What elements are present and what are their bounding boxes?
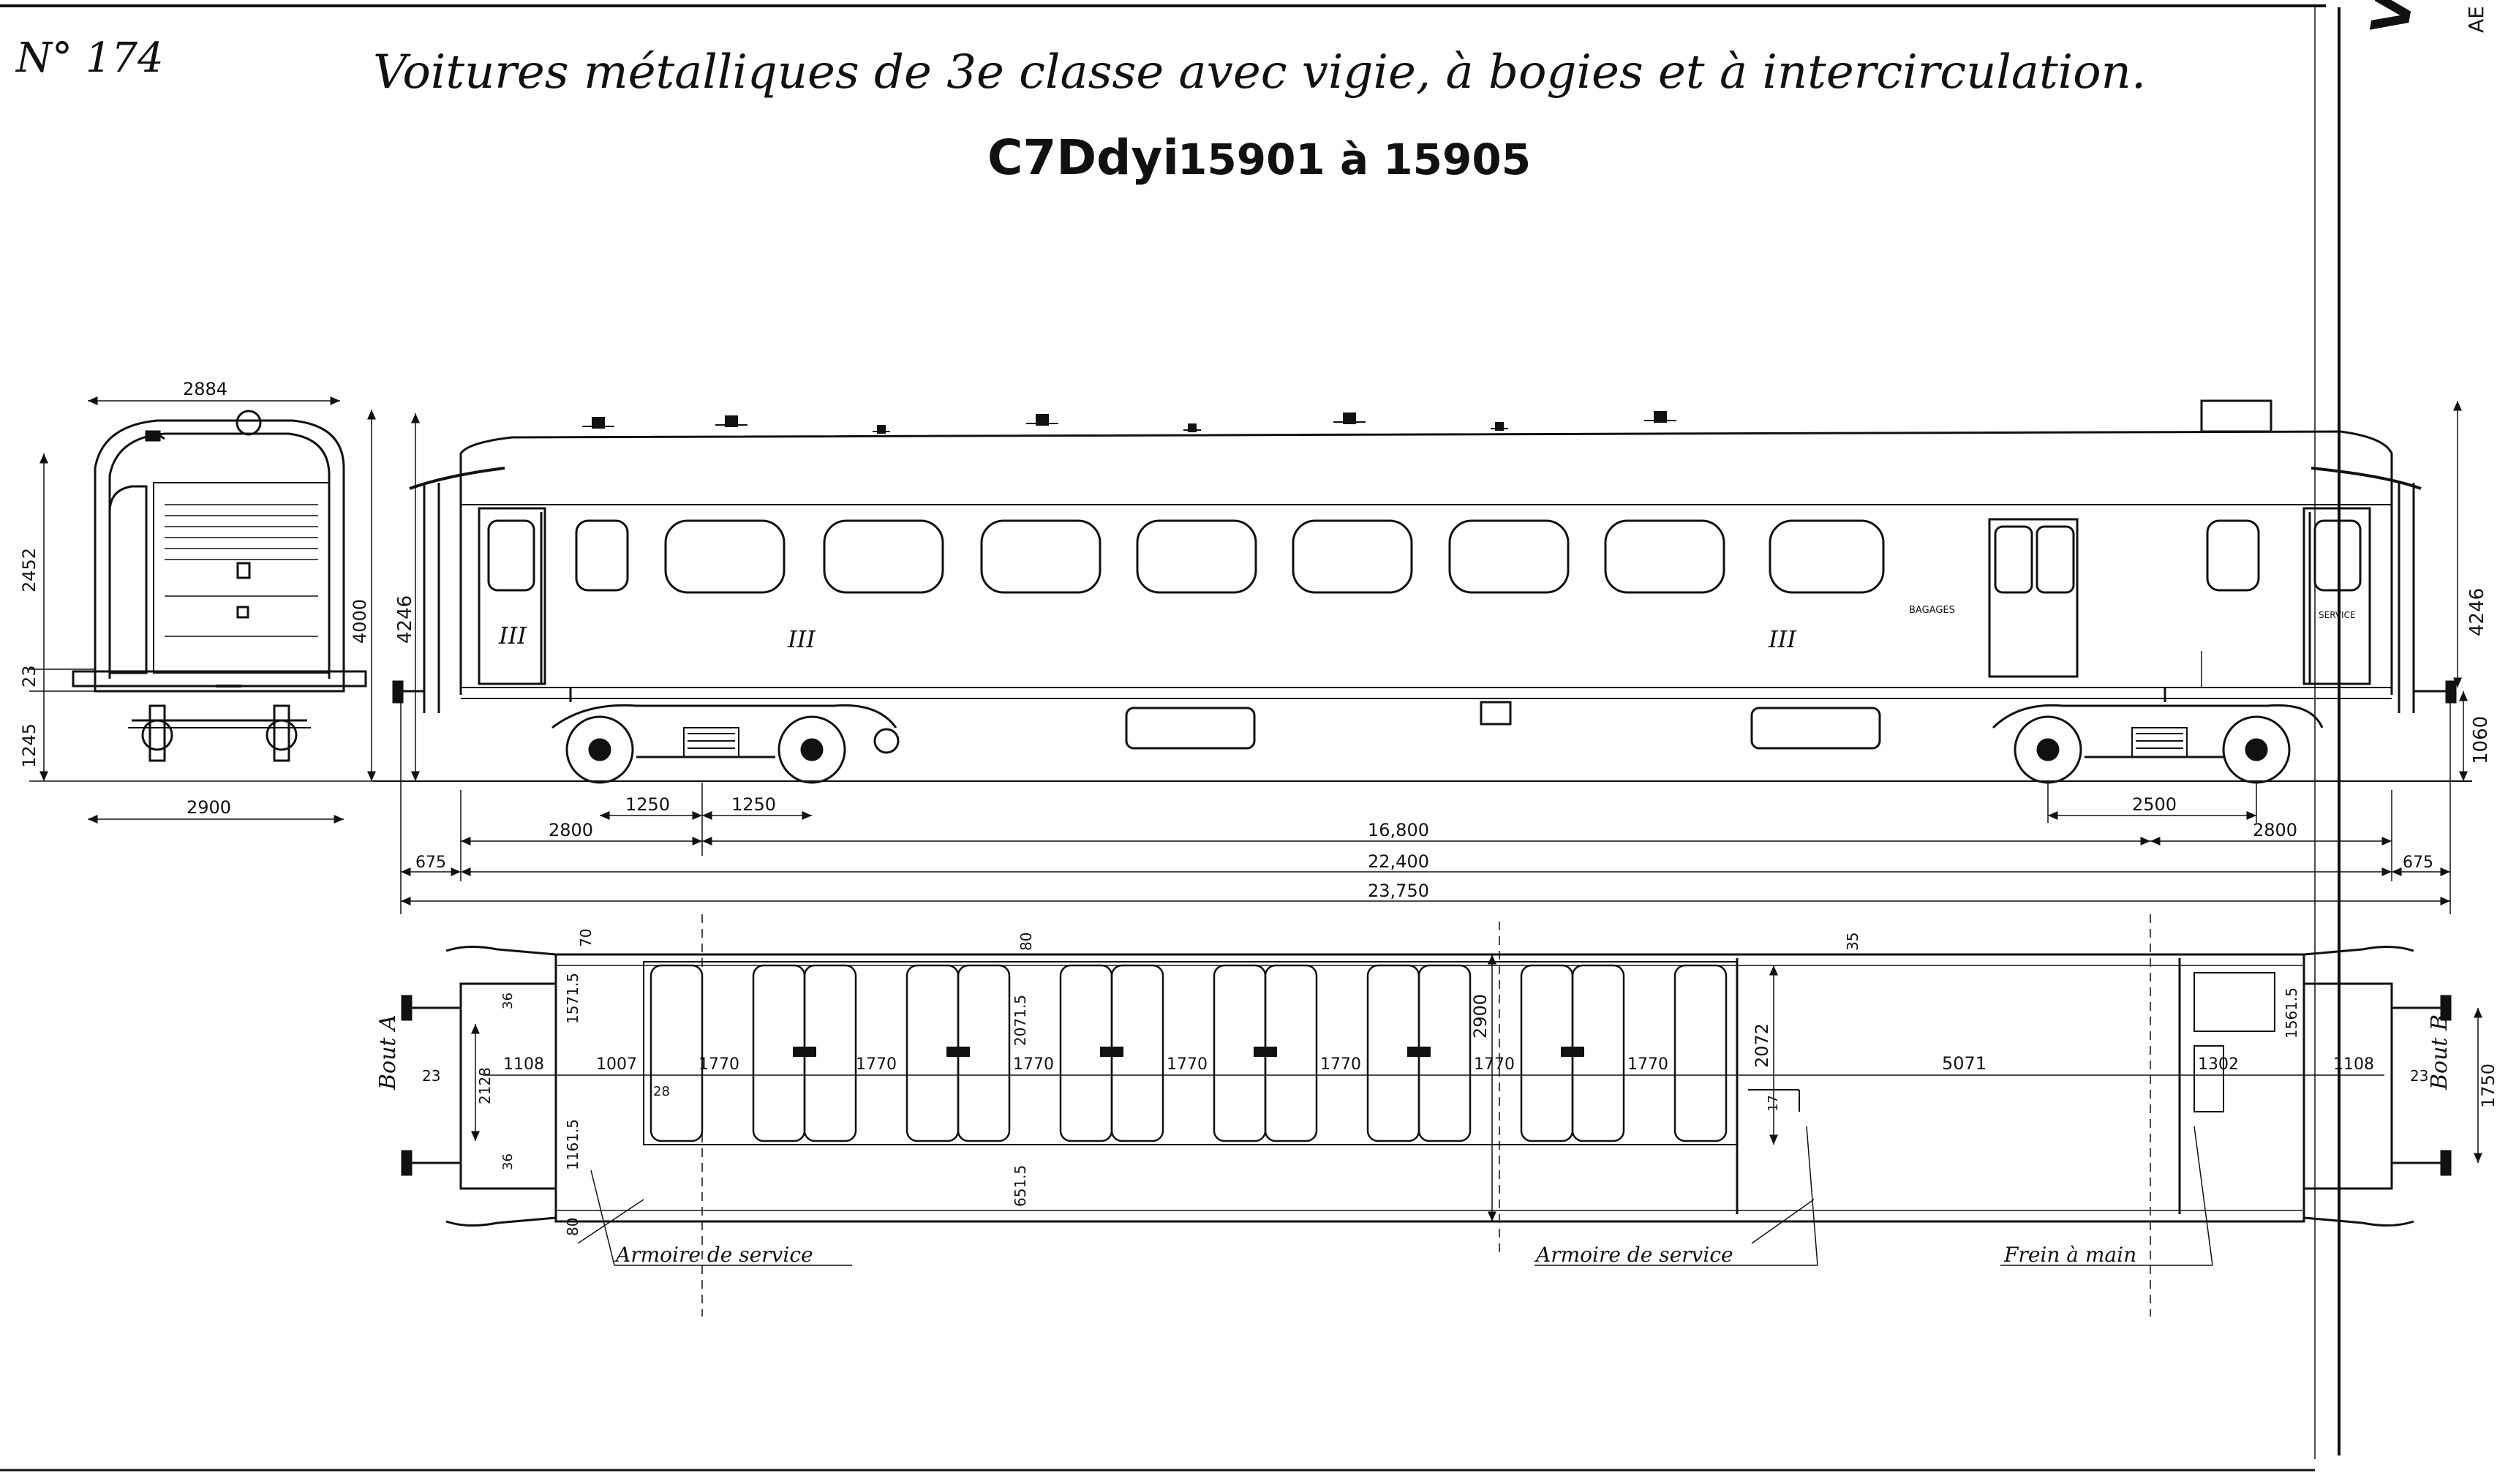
end-height-mid: 23 (19, 665, 39, 688)
end-view (72, 410, 367, 762)
dim-overall-length: 23,750 (1368, 881, 1429, 901)
dim-left-end: 1108 (503, 1055, 544, 1074)
label-bagages: BAGAGES (1909, 605, 1955, 616)
dim-right-end: 1108 (2333, 1055, 2374, 1074)
dim-body-length: 22,400 (1368, 851, 1429, 872)
side-dimension-lines (400, 401, 2468, 914)
side-height-left: 4246 (394, 595, 416, 644)
class-mark-right: III (1768, 625, 1797, 653)
class-mark-left: III (787, 625, 816, 653)
side-height-right: 4246 (2466, 588, 2488, 636)
callout-leaders (590, 1126, 2213, 1266)
dim-buffer-right: 675 (2403, 854, 2433, 872)
dim-small-23-b: 23 (2410, 1067, 2428, 1085)
car-number-range: 15901 à 15905 (1178, 135, 1531, 184)
dim-aisle-4: 1561.5 (2283, 987, 2300, 1039)
dim-small-80-a: 80 (1017, 933, 1035, 951)
dim-bogie-centres: 16,800 (1368, 820, 1429, 840)
dim-aisle-3: 1571.5 (564, 973, 581, 1024)
dim-body-width: 2900 (1470, 994, 1491, 1039)
dim-buffer-left: 675 (415, 854, 446, 872)
dim-buffer-spacing: 1750 (2478, 1063, 2498, 1108)
roof-ventilators (582, 411, 1676, 434)
callout-armoire-left: Armoire de service (614, 1243, 813, 1267)
plan-tables (793, 1047, 1584, 1057)
side-windows (575, 519, 2260, 594)
dim-bay-2: 1770 (856, 1055, 897, 1074)
dim-bay-5: 1770 (1320, 1055, 1361, 1074)
end-overall-height: 4000 (350, 599, 370, 644)
floor-height: 1060 (2470, 716, 2492, 764)
margin-mark-v: V (2360, 0, 2425, 39)
drawing-title: Voitures métalliques de 3e classe avec v… (373, 45, 2146, 99)
end-height-upper: 2452 (19, 548, 39, 592)
dim-wheelbase: 2500 (2132, 794, 2177, 815)
bogie-right (1992, 704, 2324, 784)
margin-mark-ae: AE (2464, 6, 2488, 33)
dim-small-35: 35 (1844, 933, 1861, 951)
dim-aisle-1: 651.5 (1012, 1165, 1029, 1207)
dim-small-17: 17 (1766, 1095, 1781, 1112)
dim-compartment-half: 2071.5 (1012, 995, 1029, 1046)
dim-baggage-width: 2072 (1752, 1023, 1772, 1068)
dim-aisle-2: 1161.5 (564, 1119, 581, 1170)
end-width-bottom: 2900 (187, 797, 231, 818)
dim-small-23-a: 23 (422, 1067, 440, 1085)
dim-small-28: 28 (653, 1084, 670, 1099)
dim-wheelbase-half-1: 1250 (625, 794, 670, 815)
plan-outline (445, 945, 2414, 1227)
dim-aisle-5: 2128 (476, 1067, 494, 1104)
plan-dimension-lines (471, 914, 2482, 1317)
dim-bay-6: 1770 (1474, 1055, 1515, 1074)
plan-buffers (401, 995, 2452, 1176)
dim-small-36-a: 36 (500, 993, 516, 1009)
dim-overhang-right: 2800 (2253, 820, 2297, 840)
callout-armoire-right: Armoire de service (1534, 1243, 1733, 1267)
plan-end-a: Bout A (375, 1014, 401, 1091)
car-code: C7Ddyi (987, 129, 1179, 186)
plan-end-b: Bout B (2427, 1014, 2452, 1091)
side-elevation (409, 399, 2422, 713)
dim-wheelbase-half-2: 1250 (731, 794, 776, 815)
dim-overhang-left: 2800 (549, 820, 593, 840)
end-height-lower: 1245 (19, 723, 39, 768)
dim-small-36-b: 36 (500, 1153, 516, 1170)
dim-small-80-b: 80 (564, 1218, 581, 1236)
dim-bay-3: 1770 (1013, 1055, 1054, 1074)
dim-baggage-length: 5071 (1942, 1053, 1987, 1074)
class-mark-end: III (498, 622, 527, 649)
dim-bay-4: 1770 (1167, 1055, 1208, 1074)
dim-small-70: 70 (577, 929, 595, 947)
dim-bay-0: 1007 (596, 1055, 637, 1074)
callout-frein-a-main: Frein à main (2003, 1243, 2136, 1267)
sheet-frame (0, 4, 2341, 1472)
dim-bay-7: 1770 (1627, 1055, 1668, 1074)
label-service: SERVICE (2319, 610, 2356, 620)
underframe-boxes (1125, 701, 1881, 750)
bogie-left (551, 704, 900, 784)
dim-bay-1: 1770 (698, 1055, 739, 1074)
end-view-dimensions (29, 396, 410, 824)
plate-number: N° 174 (15, 34, 164, 82)
end-width-top: 2884 (183, 379, 227, 399)
dim-service-length: 1302 (2198, 1055, 2239, 1074)
